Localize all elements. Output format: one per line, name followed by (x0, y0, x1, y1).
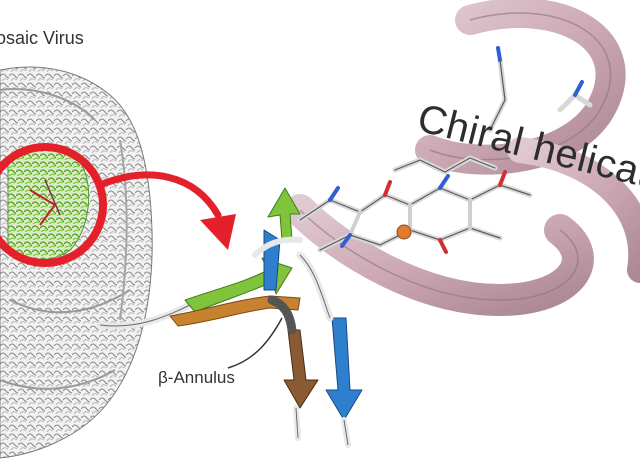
zoom-arrow (96, 171, 236, 250)
molecular-sticks (297, 46, 593, 254)
beta-strands (96, 187, 363, 448)
virus-label: osaic Virus (0, 28, 84, 48)
annulus-leader-line (227, 317, 283, 369)
virus-capsid (0, 66, 153, 459)
highlight-circle (0, 143, 107, 267)
beta-annulus-label: β-Annulus (158, 368, 235, 387)
